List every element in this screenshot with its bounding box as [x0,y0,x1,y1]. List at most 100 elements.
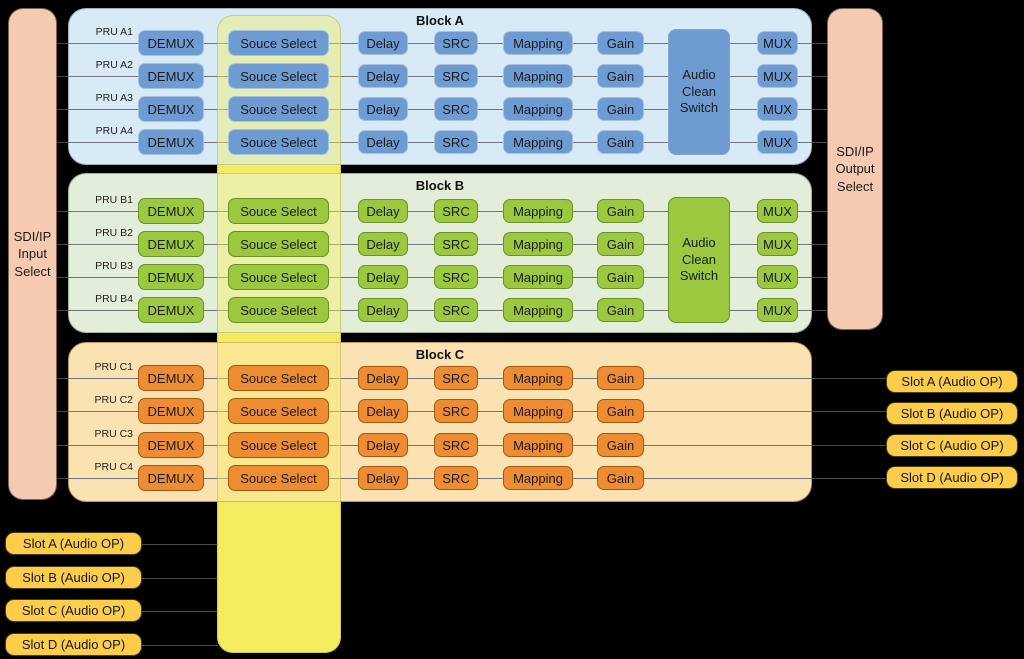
connector-line [56,43,70,44]
gain-box: Gain [597,265,644,289]
sdi-ip-input-select-label-line: SDI/IP [13,228,52,244]
gain-box: Gain [597,130,644,154]
slot-a-right: Slot A (Audio OP) [886,370,1018,393]
src-box: SRC [434,130,478,154]
src-box: SRC [434,433,478,457]
pru-label: PRU C2 [94,394,133,406]
src-box: SRC [434,265,478,289]
connector-line [812,76,828,77]
slot-a-left: Slot A (Audio OP) [5,532,142,555]
audio-clean-switch-line: Audio [682,234,716,250]
connector-line [56,310,70,311]
src-box: SRC [434,466,478,490]
pru-label: PRU B3 [95,260,133,272]
source-select-box: Souce Select [228,297,329,323]
delay-box: Delay [358,433,408,457]
src-box: SRC [434,97,478,121]
delay-box: Delay [358,64,408,88]
src-box: SRC [434,199,478,223]
sdi-ip-output-select-label-line: SDI/IP [836,143,874,159]
demux-box: DEMUX [138,465,204,491]
audio-clean-switch-line: Switch [679,268,719,284]
connector-line [56,478,70,479]
connector-line [56,76,70,77]
connector-line [812,478,887,479]
connector-line [56,211,70,212]
connector-line [56,109,70,110]
mapping-box: Mapping [503,298,573,322]
connector-line [812,445,887,446]
pru-label: PRU A3 [95,92,133,104]
slot-c-left: Slot C (Audio OP) [5,599,142,622]
gain-box: Gain [597,199,644,223]
connector-line [56,244,70,245]
delay-box: Delay [358,366,408,390]
pru-label: PRU C1 [94,361,133,373]
gain-box: Gain [597,232,644,256]
delay-box: Delay [358,265,408,289]
delay-box: Delay [358,199,408,223]
gain-box: Gain [597,64,644,88]
mapping-box: Mapping [503,399,573,423]
connector-line [142,644,218,646]
demux-box: DEMUX [138,231,204,257]
mapping-box: Mapping [503,31,573,55]
mapping-box: Mapping [503,433,573,457]
demux-box: DEMUX [138,30,204,56]
mapping-box: Mapping [503,366,573,390]
connector-line [812,244,828,245]
block-title: Block A [416,13,464,28]
pru-label: PRU B2 [95,227,133,239]
demux-box: DEMUX [138,365,204,391]
gain-box: Gain [597,97,644,121]
source-select-box: Souce Select [228,398,329,424]
connector-line [812,109,828,110]
slot-d-right: Slot D (Audio OP) [886,466,1018,489]
sdi-ip-input-select-label-line: Input [18,246,47,262]
mux-box: MUX [757,232,798,256]
connector-line [56,142,70,143]
mapping-box: Mapping [503,199,573,223]
slot-c-right: Slot C (Audio OP) [886,434,1018,457]
pru-label: PRU A2 [95,59,133,71]
src-box: SRC [434,64,478,88]
mux-box: MUX [757,97,798,121]
audio-clean-switch-line: Audio [682,66,716,82]
pru-label: PRU C4 [94,461,133,473]
mapping-box: Mapping [503,130,573,154]
demux-box: DEMUX [138,297,204,323]
sdi-ip-input-select-label-line: Select [14,263,51,279]
demux-box: DEMUX [138,63,204,89]
source-select-box: Souce Select [228,264,329,290]
gain-box: Gain [597,366,644,390]
delay-box: Delay [358,466,408,490]
source-select-box: Souce Select [228,465,329,491]
gain-box: Gain [597,298,644,322]
source-select-box: Souce Select [228,365,329,391]
src-box: SRC [434,298,478,322]
source-select-box: Souce Select [228,30,329,56]
slot-d-left: Slot D (Audio OP) [5,633,142,656]
pru-label: PRU C3 [94,428,133,440]
demux-box: DEMUX [138,264,204,290]
connector-line [812,411,887,412]
pru-label: PRU A1 [95,26,133,38]
delay-box: Delay [358,130,408,154]
connector-line [812,142,828,143]
connector-line [812,378,887,379]
source-select-box: Souce Select [228,129,329,155]
connector-line [812,43,828,44]
src-box: SRC [434,31,478,55]
sdi-ip-output-select-label-line: Output [835,161,875,177]
audio-clean-switch-line: Switch [679,100,719,116]
gain-box: Gain [597,466,644,490]
delay-box: Delay [358,31,408,55]
gain-box: Gain [597,31,644,55]
audio-clean-switch-line: Clean [682,83,716,99]
mapping-box: Mapping [503,64,573,88]
src-box: SRC [434,366,478,390]
